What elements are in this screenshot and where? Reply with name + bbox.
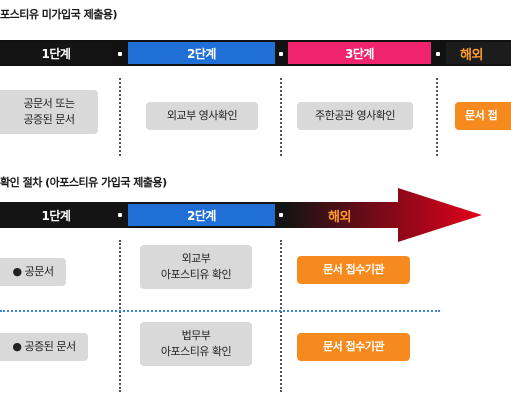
section1-box-receiving: 문서 접 [455, 102, 511, 130]
row1-box-receiving: 문서 접수기관 [297, 256, 410, 284]
column-divider [119, 78, 121, 156]
row-separator [0, 310, 440, 312]
row2-box-moj-apostille: 법무부 아포스티유 확인 [140, 322, 252, 366]
row1-box-public-document: ● 공문서 [0, 258, 66, 286]
row2-box-notarized-document: ● 공증된 문서 [0, 333, 88, 361]
section2-title: 확인 절차 (아포스티유 가입국 제출용) [0, 176, 167, 189]
column-divider [436, 78, 438, 156]
step-separator-dot [279, 213, 283, 217]
step-separator-dot [436, 52, 440, 56]
column-divider [119, 240, 121, 392]
section1-step-3: 3단계 [288, 42, 431, 64]
step-separator-dot [118, 213, 122, 217]
column-divider [280, 240, 282, 392]
section1-box-mofa: 외교부 영사확인 [146, 102, 258, 130]
section1-step-1: 1단계 [0, 42, 112, 64]
section2-step-overseas: 해외 [328, 209, 351, 225]
arrow-head [285, 188, 482, 242]
step-separator-dot [279, 52, 283, 56]
section2-step-2: 2단계 [128, 204, 275, 226]
section1-step-2: 2단계 [128, 42, 275, 64]
row1-box-mofa-apostille: 외교부 아포스티유 확인 [140, 245, 252, 289]
section2-step-1: 1단계 [0, 204, 112, 226]
row2-box-receiving: 문서 접수기관 [297, 333, 410, 361]
step-separator-dot [118, 52, 122, 56]
column-divider [280, 78, 282, 156]
section1-box-document: 공문서 또는 공증된 문서 [0, 90, 98, 134]
section1-step-overseas: 해외 [446, 42, 511, 64]
section1-box-consulate: 주한공관 영사확인 [297, 102, 413, 130]
section1-title: 포스티유 미가입국 제출용) [0, 8, 118, 21]
